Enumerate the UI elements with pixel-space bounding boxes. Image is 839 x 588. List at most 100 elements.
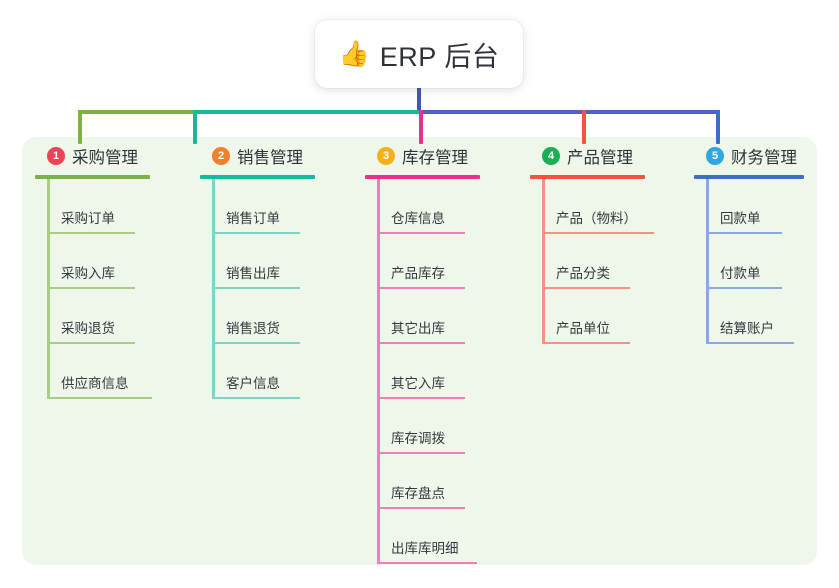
branch-item[interactable]: 出库库明细	[365, 509, 515, 564]
branch-item[interactable]: 产品（物料）	[530, 179, 680, 234]
connector-drop-2	[193, 110, 197, 144]
branch-item-rule	[706, 342, 794, 344]
branch-item-label: 销售出库	[226, 266, 280, 281]
branch-items: 回款单付款单结算账户	[694, 179, 814, 344]
thumbs-up-icon: 👍	[338, 39, 370, 68]
branch-item[interactable]: 付款单	[694, 234, 814, 289]
branch-item-label: 产品（物料）	[556, 211, 637, 226]
connector-drop-5	[716, 110, 720, 144]
branch-item-rule	[47, 232, 135, 234]
branch-item-rule	[212, 232, 300, 234]
branch-item-label: 采购退货	[61, 321, 115, 336]
branch-item-label: 库存盘点	[391, 486, 445, 501]
bus-teal	[193, 110, 419, 114]
branch-item[interactable]: 仓库信息	[365, 179, 515, 234]
branch-item[interactable]: 采购退货	[35, 289, 185, 344]
branch-item[interactable]: 产品库存	[365, 234, 515, 289]
branch-item[interactable]: 结算账户	[694, 289, 814, 344]
branch-item-rule	[377, 232, 465, 234]
root-node[interactable]: 👍 ERP 后台	[315, 20, 523, 88]
branch-item-rule	[377, 452, 465, 454]
branch-spine	[542, 179, 545, 344]
branch-item[interactable]: 客户信息	[200, 344, 350, 399]
bus-green	[78, 110, 193, 114]
branch-item-label: 产品单位	[556, 321, 610, 336]
branch-item[interactable]: 销售出库	[200, 234, 350, 289]
branch-item[interactable]: 库存调拨	[365, 399, 515, 454]
branch-item-label: 产品分类	[556, 266, 610, 281]
branch-number-badge: 3	[377, 147, 395, 165]
branch-number-badge: 5	[706, 147, 724, 165]
branch-column-4: 4 产品管理产品（物料） 产品分类产品单位	[530, 145, 680, 344]
branch-item-rule	[377, 507, 465, 509]
branch-item-label: 回款单	[720, 211, 761, 226]
branch-item[interactable]: 采购入库	[35, 234, 185, 289]
branch-item-label: 其它出库	[391, 321, 445, 336]
branch-item-label: 付款单	[720, 266, 761, 281]
branch-items: 销售订单销售出库销售退货客户信息	[200, 179, 350, 399]
branch-item[interactable]: 供应商信息	[35, 344, 185, 399]
branch-item[interactable]: 采购订单	[35, 179, 185, 234]
connector-drop-4	[582, 110, 586, 144]
branch-spine	[706, 179, 709, 344]
branch-item-label: 结算账户	[720, 321, 774, 336]
branch-item-label: 供应商信息	[61, 376, 129, 391]
branch-header-4[interactable]: 4 产品管理	[530, 145, 680, 167]
branch-title: 产品管理	[567, 149, 633, 167]
branch-column-5: 5 财务管理回款单付款单结算账户	[694, 145, 814, 344]
branch-item-rule	[377, 342, 465, 344]
branch-item-label: 客户信息	[226, 376, 280, 391]
branch-number-badge: 2	[212, 147, 230, 165]
branch-header-rule	[365, 175, 480, 179]
branch-item[interactable]: 其它入库	[365, 344, 515, 399]
branch-header-rule	[694, 175, 804, 179]
branch-item-label: 库存调拨	[391, 431, 445, 446]
branch-column-1: 1 采购管理采购订单采购入库采购退货供应商信息	[35, 145, 185, 399]
branch-item-label: 采购订单	[61, 211, 115, 226]
branch-column-2: 2 销售管理销售订单销售出库销售退货客户信息	[200, 145, 350, 399]
root-node-title: ERP 后台	[379, 41, 500, 72]
branch-item-rule	[47, 342, 135, 344]
branch-item[interactable]: 回款单	[694, 179, 814, 234]
branch-item-rule	[212, 397, 300, 399]
connector-drop-1	[78, 110, 82, 144]
branch-spine	[212, 179, 215, 399]
branch-item[interactable]: 其它出库	[365, 289, 515, 344]
branch-header-5[interactable]: 5 财务管理	[694, 145, 814, 167]
branch-items: 仓库信息产品库存其它出库其它入库库存调拨库存盘点出库库明细	[365, 179, 515, 564]
branch-item[interactable]: 库存盘点	[365, 454, 515, 509]
branch-item-rule	[706, 287, 782, 289]
branch-number-badge: 1	[47, 147, 65, 165]
branch-item-rule	[542, 287, 630, 289]
branch-item-rule	[706, 232, 782, 234]
branch-item-label: 采购入库	[61, 266, 115, 281]
branch-header-rule	[35, 175, 150, 179]
branch-header-2[interactable]: 2 销售管理	[200, 145, 350, 167]
branch-items: 采购订单采购入库采购退货供应商信息	[35, 179, 185, 399]
branch-item-rule	[377, 397, 465, 399]
branch-item-label: 销售退货	[226, 321, 280, 336]
branch-item[interactable]: 产品分类	[530, 234, 680, 289]
branch-title: 财务管理	[731, 149, 797, 167]
branch-header-1[interactable]: 1 采购管理	[35, 145, 185, 167]
branch-title: 库存管理	[402, 149, 468, 167]
branch-items: 产品（物料） 产品分类产品单位	[530, 179, 680, 344]
branch-header-3[interactable]: 3 库存管理	[365, 145, 515, 167]
branch-item-rule	[212, 342, 300, 344]
branch-title: 销售管理	[237, 149, 303, 167]
branch-item-label: 其它入库	[391, 376, 445, 391]
branch-number-badge: 4	[542, 147, 560, 165]
root-trunk-connector	[417, 88, 421, 113]
diagram-panel	[22, 137, 817, 565]
branch-title: 采购管理	[72, 149, 138, 167]
branch-item[interactable]: 销售订单	[200, 179, 350, 234]
branch-spine	[47, 179, 50, 399]
branch-item-label: 产品库存	[391, 266, 445, 281]
branch-item[interactable]: 产品单位	[530, 289, 680, 344]
branch-item[interactable]: 销售退货	[200, 289, 350, 344]
bus-purple	[419, 110, 716, 114]
branch-item-rule	[212, 287, 300, 289]
branch-item-rule	[377, 562, 477, 564]
branch-column-3: 3 库存管理仓库信息产品库存其它出库其它入库库存调拨库存盘点出库库明细	[365, 145, 515, 564]
